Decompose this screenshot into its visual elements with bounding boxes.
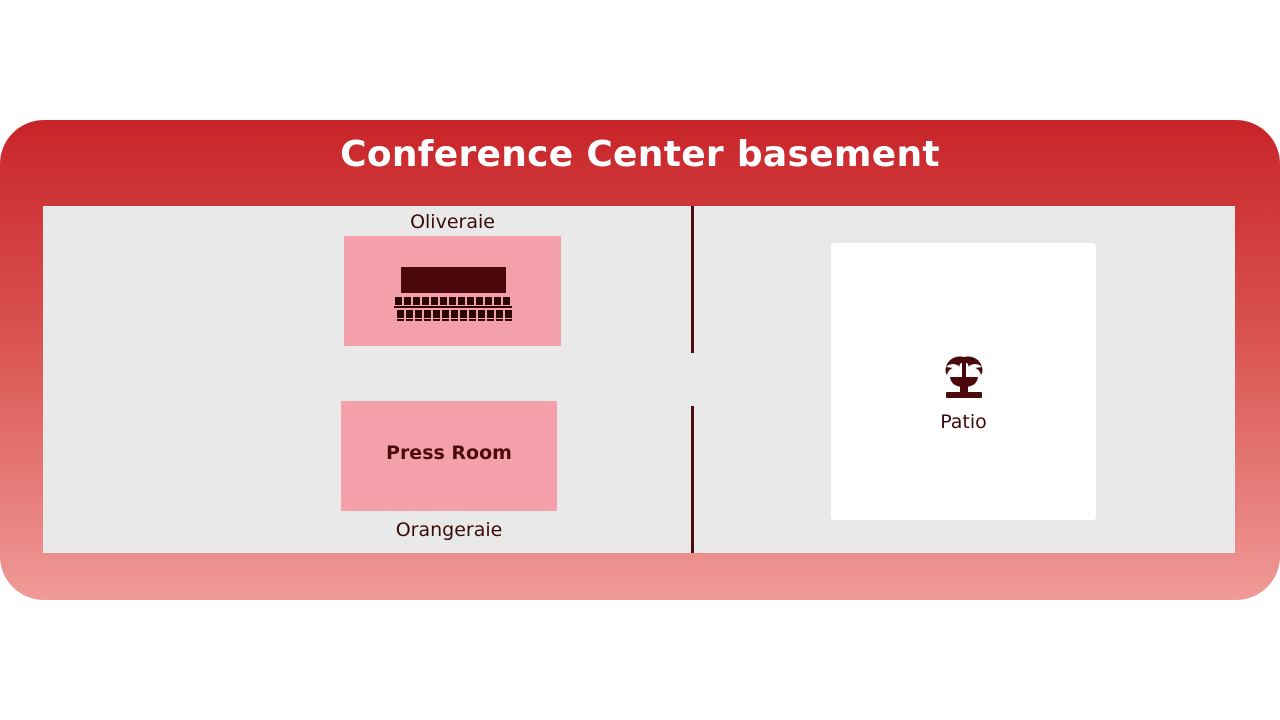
seat-icon	[505, 310, 512, 318]
seat-icon	[431, 297, 438, 305]
seat-base	[505, 319, 512, 321]
seat-base	[487, 319, 494, 321]
seat-icon	[406, 310, 413, 318]
seat-icon	[404, 297, 411, 305]
page-title: Conference Center basement	[340, 134, 940, 175]
room-patio[interactable]: Patio	[831, 243, 1096, 520]
seat-base	[433, 319, 440, 321]
seat-icon	[478, 310, 485, 318]
fountain-icon	[945, 356, 983, 398]
seat-icon	[395, 297, 402, 305]
room-label-patio: Patio	[940, 411, 987, 433]
theater-seating-icon	[394, 267, 512, 321]
seat-icon	[413, 297, 420, 305]
seat-icon	[485, 297, 492, 305]
seat-icon	[451, 310, 458, 318]
seat-base	[415, 319, 422, 321]
seat-base	[424, 319, 431, 321]
seat-icon	[476, 297, 483, 305]
press-room-label: Press Room	[386, 442, 512, 464]
room-label-oliveraie: Oliveraie	[410, 211, 495, 233]
seat-icon	[449, 297, 456, 305]
seat-icon	[415, 310, 422, 318]
seat-icon	[458, 297, 465, 305]
seat-base	[478, 319, 485, 321]
seat-icon	[496, 310, 503, 318]
room-orangeraie[interactable]: Press Room	[341, 401, 557, 511]
seat-icon	[440, 297, 447, 305]
seat-base	[397, 319, 404, 321]
seat-icon	[494, 297, 501, 305]
seat-icon	[433, 310, 440, 318]
seat-icon	[467, 297, 474, 305]
seat-icon	[460, 310, 467, 318]
seat-base	[406, 319, 413, 321]
wall-upper	[691, 206, 694, 353]
seat-row-bar	[394, 306, 512, 308]
seat-icon	[469, 310, 476, 318]
seat-base	[496, 319, 503, 321]
seat-icon	[397, 310, 404, 318]
seat-icon	[503, 297, 510, 305]
seat-icon	[422, 297, 429, 305]
seat-base	[460, 319, 467, 321]
seat-base	[469, 319, 476, 321]
seat-icon	[487, 310, 494, 318]
seat-base	[442, 319, 449, 321]
seat-icon	[442, 310, 449, 318]
room-oliveraie[interactable]	[344, 236, 561, 346]
room-label-orangeraie: Orangeraie	[395, 519, 503, 541]
wall-lower	[691, 406, 694, 553]
seat-icon	[424, 310, 431, 318]
seat-base	[451, 319, 458, 321]
